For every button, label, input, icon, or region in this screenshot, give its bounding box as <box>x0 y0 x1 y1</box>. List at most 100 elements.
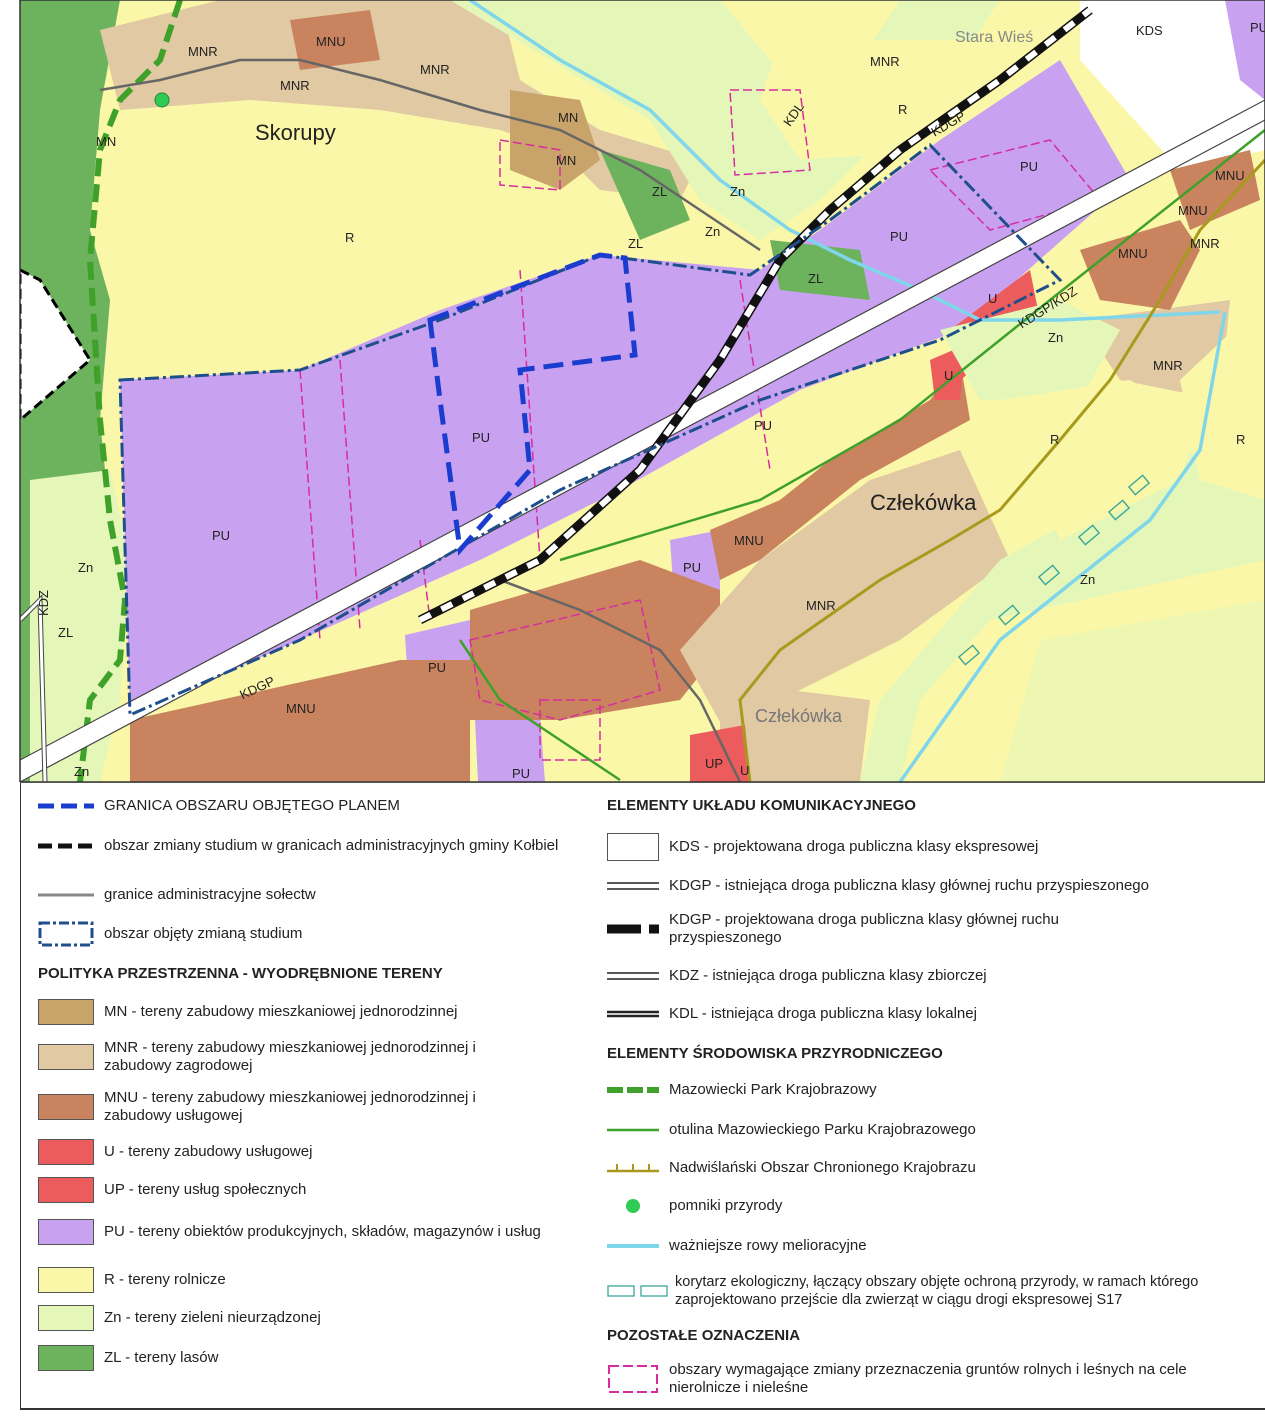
zone-label: PU <box>472 430 490 445</box>
legend-road-kdl: KDL - istniejąca droga publiczna klasy l… <box>607 1005 1257 1023</box>
otulina-symbol <box>607 1128 659 1132</box>
zone-zn-east <box>940 300 1120 400</box>
legend-label: MN - tereny zabudowy mieszkaniowej jedno… <box>104 1003 458 1020</box>
zone-mnu-east-2 <box>1170 150 1260 230</box>
map-legend: GRANICA OBSZARU OBJĘTEGO PLANEM obszar z… <box>20 782 1265 1409</box>
legend-ditches: ważniejsze rowy melioracyjne <box>607 1237 1257 1255</box>
legend-label: obszary wymagające zmiany przeznaczenia … <box>669 1361 1187 1396</box>
zone-label: MNU <box>1118 246 1148 261</box>
legend-label: PU - tereny obiektów produkcyjnych, skła… <box>104 1223 541 1240</box>
natural-monument-icon <box>154 92 170 108</box>
zone-label: Zn <box>1080 572 1095 587</box>
zone-label: R <box>1050 432 1059 447</box>
legend-label: pomniki przyrody <box>669 1197 783 1214</box>
solectwo-boundary-2 <box>499 578 742 782</box>
legend-label: ważniejsze rowy melioracyjne <box>669 1237 867 1254</box>
zone-mn-north <box>510 90 600 190</box>
legend-plan-boundary: GRANICA OBSZARU OBJĘTEGO PLANEM <box>38 797 598 815</box>
legend-label: korytarz ekologiczny, łączący obszary ob… <box>675 1274 1199 1308</box>
legend-road-kdz: KDZ - istniejąca droga publiczna klasy z… <box>607 967 1257 985</box>
legend-parcel-change: obszary wymagające zmiany przeznaczenia … <box>607 1361 1257 1397</box>
zone-label: ZL <box>808 271 823 286</box>
zone-label: U <box>988 291 997 306</box>
zone-mnr-swatch <box>38 1044 94 1070</box>
zone-label: PU <box>754 418 772 433</box>
otulina-line-1 <box>458 639 621 782</box>
zone-label: UP <box>705 756 723 771</box>
legend-label: obszar objęty zmianą studium <box>104 925 303 942</box>
parcel-change-symbol <box>608 1365 658 1393</box>
zone-label: ZL <box>58 625 73 640</box>
legend-label: KDL - istniejąca droga publiczna klasy l… <box>669 1005 977 1022</box>
kdz-symbol <box>607 972 659 980</box>
zone-pu-northeast <box>1225 0 1265 100</box>
otulina-line-2 <box>559 129 1265 562</box>
zone-label: Zn <box>78 560 93 575</box>
studium-boundary <box>118 143 1063 718</box>
legend-road-kds: KDS - projektowana droga publiczna klasy… <box>607 833 1257 861</box>
zone-label: R <box>898 102 907 117</box>
zone-label: ZL <box>652 184 667 199</box>
legend-label: MNR - tereny zabudowy mieszkaniowej jedn… <box>104 1039 476 1074</box>
zone-mnu-southwest <box>130 660 470 782</box>
zone-label: MNR <box>188 44 218 59</box>
ecological-corridor <box>957 474 1151 666</box>
studium-boundary-symbol <box>38 921 94 947</box>
ochk-boundary <box>738 158 1265 782</box>
zone-label: MN <box>558 110 578 125</box>
place-name-czlekowka: Człekówka <box>870 490 977 515</box>
legend-zone-mnu: MNU - tereny zabudowy mieszkaniowej jedn… <box>38 1089 598 1125</box>
zone-label: MNU <box>286 701 316 716</box>
legend-studium-boundary: obszar objęty zmianą studium <box>38 921 598 947</box>
admin-boundary-symbol <box>38 843 94 849</box>
zone-zn-swatch <box>38 1305 94 1331</box>
frame-bottom-border <box>20 1408 1265 1410</box>
legend-zone-up: UP - tereny usług społecznych <box>38 1177 598 1203</box>
legend-heading-other: POZOSTAŁE OZNACZENIA <box>607 1327 801 1344</box>
place-name-czlekowka-2: Człekówka <box>755 706 843 726</box>
zone-zl-swatch <box>38 1345 94 1371</box>
legend-label: U - tereny zabudowy usługowej <box>104 1143 313 1160</box>
place-name-stara-wies: Stara Wieś <box>955 29 1033 46</box>
ditch-symbol <box>607 1244 659 1248</box>
legend-label: KDS - projektowana droga publiczna klasy… <box>669 838 1039 855</box>
zone-label: PU <box>1020 159 1038 174</box>
kdgp-projected-symbol <box>607 924 659 934</box>
legend-label: KDZ - istniejąca droga publiczna klasy z… <box>669 967 987 984</box>
zone-mnr-czlekowka-south <box>720 690 870 782</box>
road-label: KDZ <box>36 590 51 616</box>
zone-label: MNU <box>1215 168 1245 183</box>
map-frame <box>19 0 1265 782</box>
natural-monument-symbol <box>626 1199 640 1213</box>
legend-zone-pu: PU - tereny obiektów produkcyjnych, skła… <box>38 1219 598 1245</box>
zone-label: PU <box>212 528 230 543</box>
zone-label: MN <box>556 153 576 168</box>
zone-label: MNR <box>806 598 836 613</box>
zone-pu-small-3 <box>475 715 545 782</box>
quarry-area <box>20 268 92 422</box>
plan-boundary-symbol <box>38 803 94 809</box>
zone-zn-southeast-2 <box>1000 600 1265 782</box>
road-kdgp-existing <box>20 99 1265 782</box>
legend-admin-boundary: obszar zmiany studium w granicach admini… <box>38 837 598 855</box>
legend-ochk: Nadwiślański Obszar Chronionego Krajobra… <box>607 1159 1257 1177</box>
legend-label: Zn - tereny zieleni nieurządzonej <box>104 1309 321 1326</box>
zone-label: PU <box>1250 20 1265 35</box>
zone-mnr-skorupy <box>100 0 700 200</box>
zone-label: U <box>740 763 749 778</box>
zone-label: Zn <box>730 184 745 199</box>
zone-label: PU <box>683 560 701 575</box>
legend-label: GRANICA OBSZARU OBJĘTEGO PLANEM <box>104 797 400 814</box>
park-symbol <box>607 1087 659 1093</box>
zone-label: R <box>1236 432 1245 447</box>
zone-label: Zn <box>74 764 89 779</box>
park-boundary <box>77 0 183 782</box>
plan-boundary <box>427 252 638 556</box>
legend-label: MNU - tereny zabudowy mieszkaniowej jedn… <box>104 1089 476 1124</box>
kdl-symbol <box>607 1010 659 1018</box>
legend-label: UP - tereny usług społecznych <box>104 1181 307 1198</box>
legend-zone-mn: MN - tereny zabudowy mieszkaniowej jedno… <box>38 999 598 1025</box>
ochk-symbol <box>607 1164 659 1173</box>
zone-label: Zn <box>1048 330 1063 345</box>
zone-label: ZL <box>628 236 643 251</box>
